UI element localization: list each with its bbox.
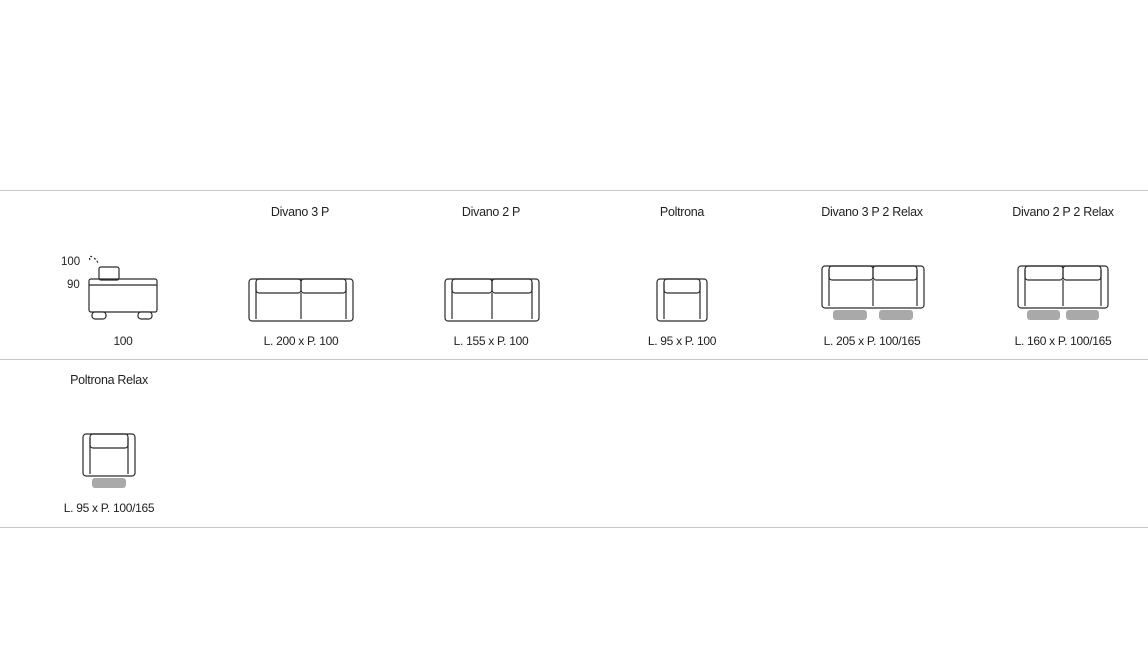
model-name: Poltrona (659, 205, 705, 219)
depth-label: 100 (113, 334, 133, 348)
model-size: L. 205 x P. 100/165 (823, 334, 921, 348)
model-name: Divano 2 P (461, 205, 521, 219)
model-size: L. 160 x P. 100/165 (1014, 334, 1112, 348)
model-name: Divano 3 P 2 Relax (821, 205, 923, 219)
model-size: L. 200 x P. 100 (263, 334, 339, 348)
model-name: Divano 2 P 2 Relax (1012, 205, 1114, 219)
model-size: L. 95 x P. 100/165 (63, 501, 155, 515)
sofa-side-view-icon (88, 255, 158, 320)
bottom-divider (0, 527, 1148, 528)
middle-divider (0, 359, 1148, 360)
sofa-2-seat-icon (444, 278, 540, 322)
top-divider (0, 190, 1148, 191)
seat-height-label: 90 (67, 279, 80, 291)
armchair-relax-icon (82, 433, 136, 488)
model-name: Divano 3 P (270, 205, 330, 219)
model-size: L. 95 x P. 100 (647, 334, 717, 348)
sofa-2-seat-relax-icon (1017, 265, 1109, 320)
model-name: Poltrona Relax (70, 373, 148, 387)
back-height-label: 100 (61, 256, 81, 268)
model-size: L. 155 x P. 100 (453, 334, 529, 348)
sofa-3-seat-relax-icon (821, 265, 925, 320)
sofa-3-seat-icon (248, 278, 354, 322)
armchair-icon (656, 278, 708, 322)
